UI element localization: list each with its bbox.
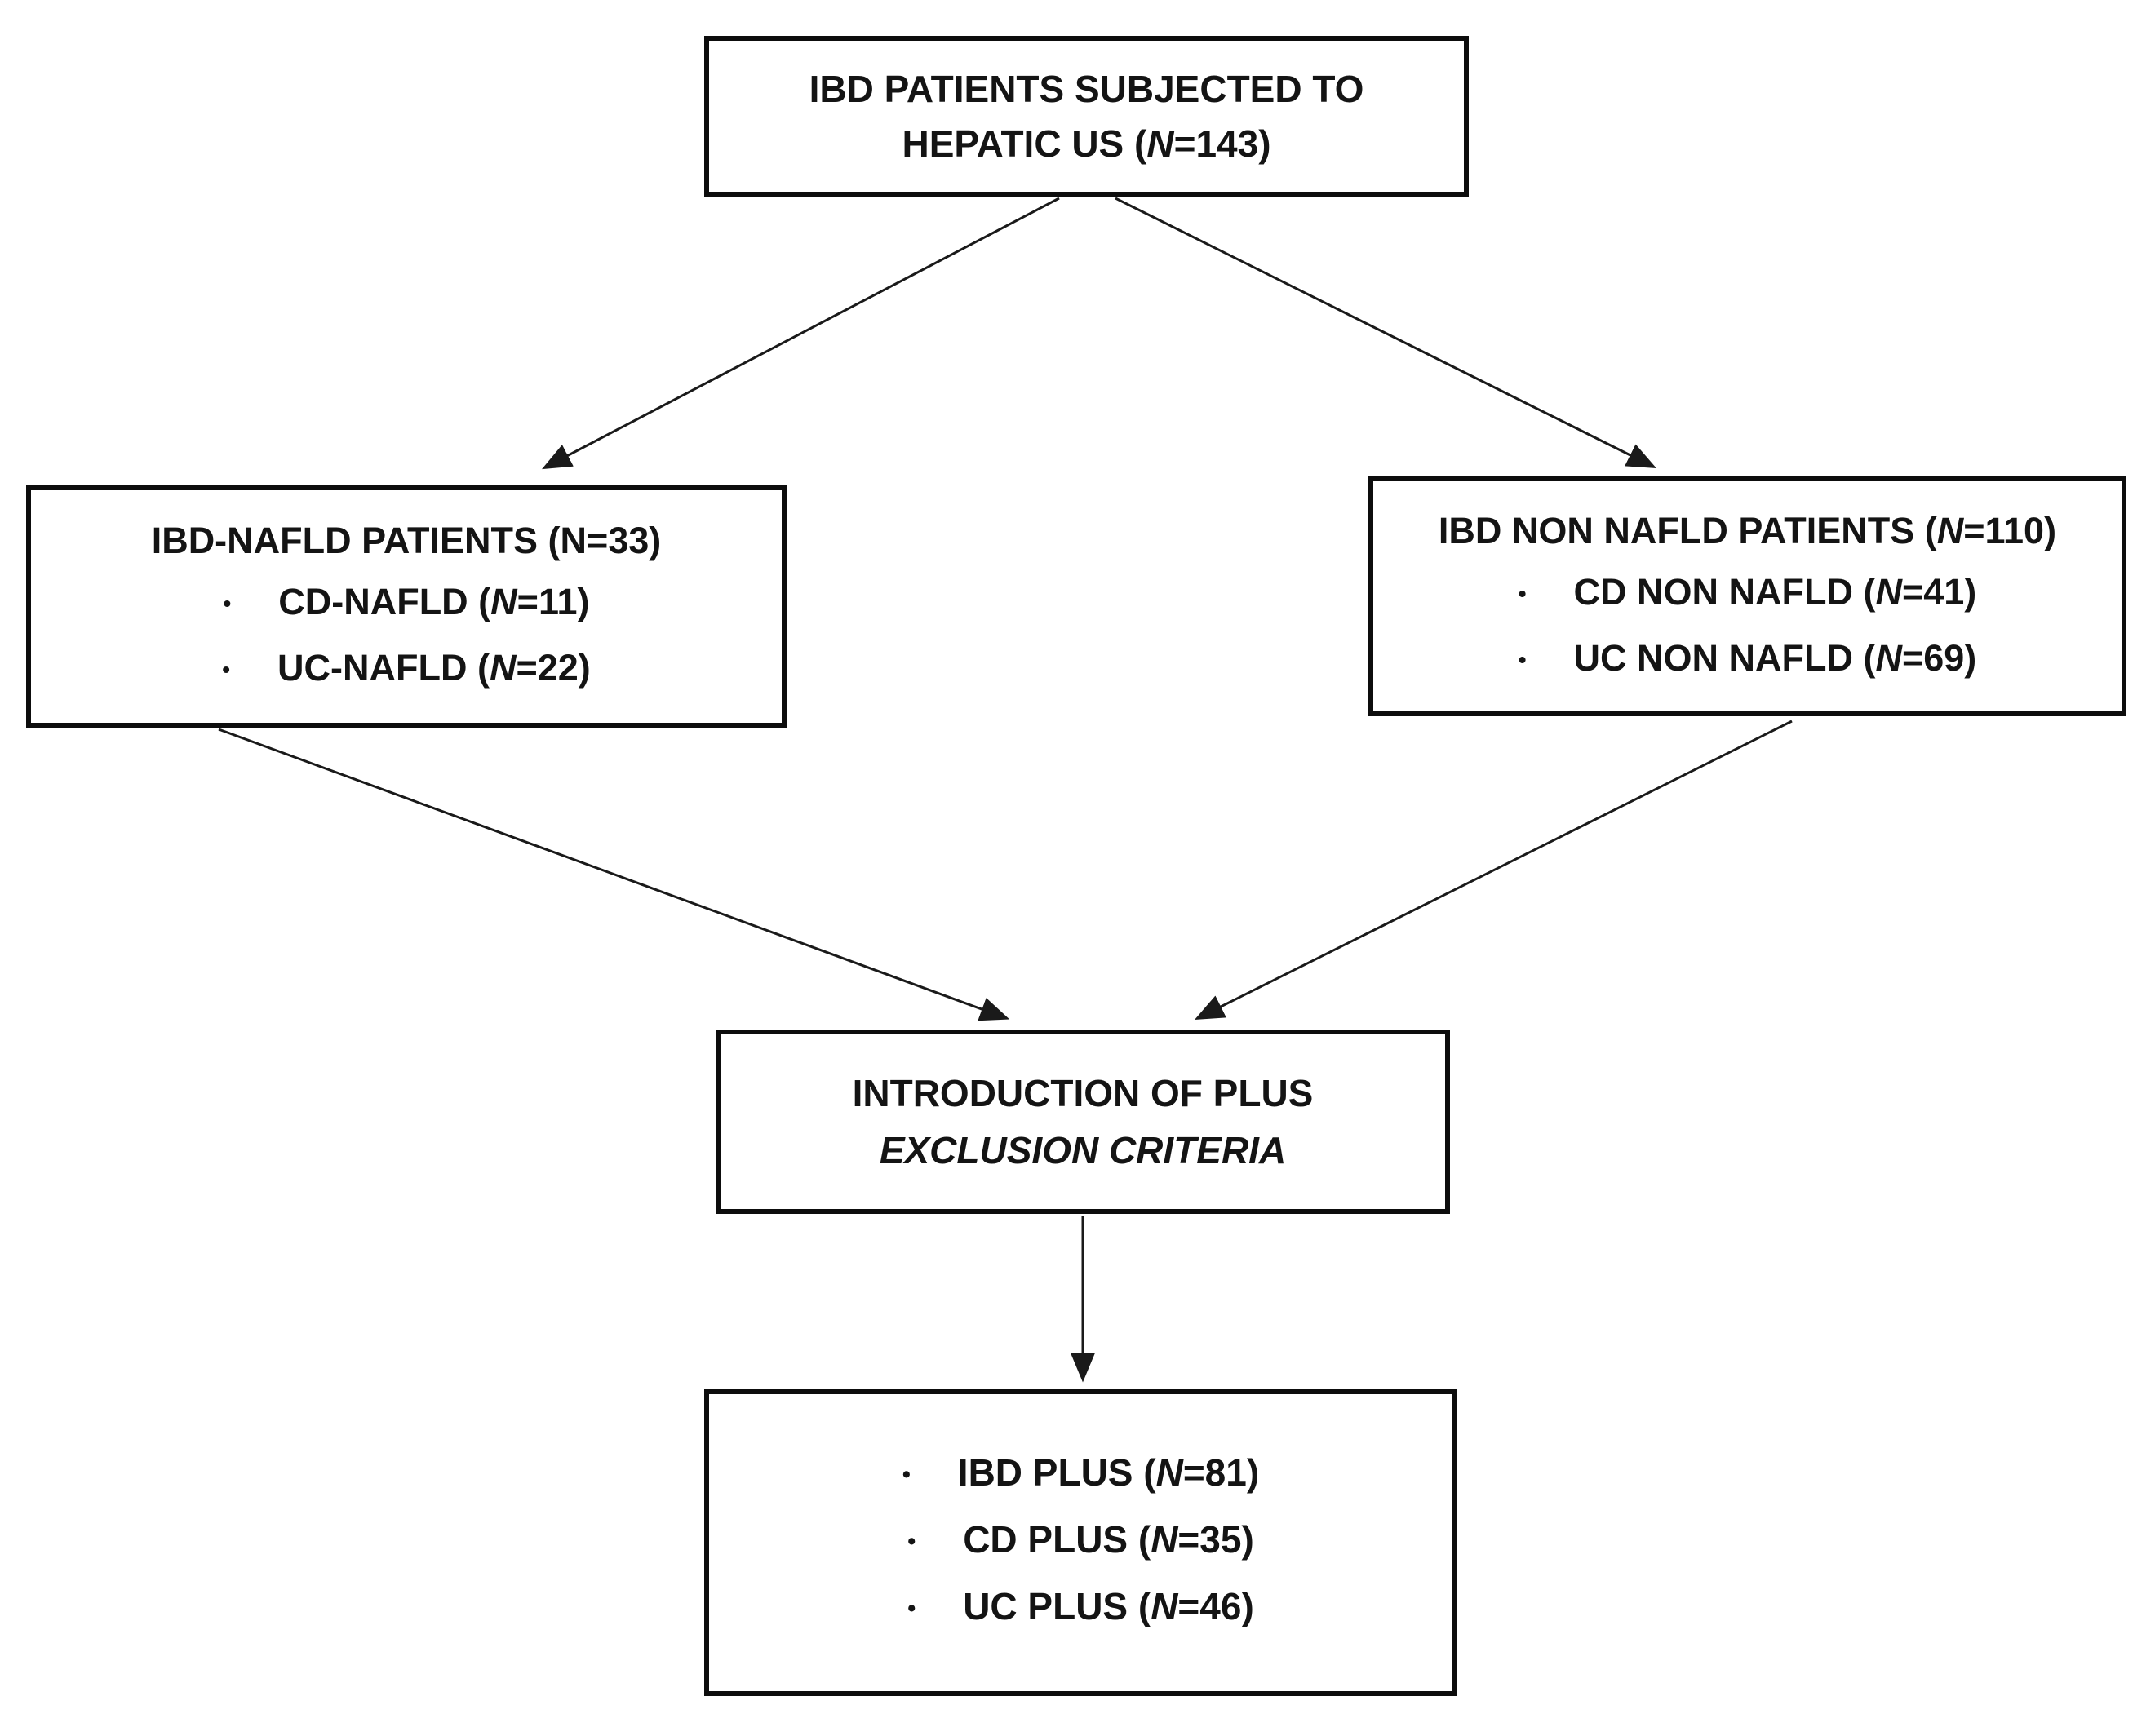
node-line: • UC NON NAFLD (N=69) — [1519, 627, 1977, 693]
node-line-text: INTRODUCTION OF PLUS — [852, 1072, 1314, 1114]
node-line: • UC PLUS (N=46) — [907, 1576, 1254, 1643]
node-line-text: IBD NON NAFLD PATIENTS (N=110) — [1438, 509, 2057, 551]
node-line-text: IBD PATIENTS SUBJECTED TO — [809, 67, 1364, 110]
bullet-icon: • — [223, 591, 232, 616]
node-line: IBD NON NAFLD PATIENTS (N=110) — [1439, 500, 2056, 561]
node-line: • IBD PLUS (N=81) — [902, 1442, 1259, 1509]
arrow-top-to-right — [1115, 197, 1657, 469]
bullet-icon: • — [902, 1462, 911, 1488]
arrow-top-to-left — [542, 197, 1060, 470]
node-ibd-patients-total: IBD PATIENTS SUBJECTED TO HEPATIC US (N=1… — [704, 36, 1469, 197]
arrow-right-to-middle — [1194, 720, 1793, 1021]
node-line-text: CD-NAFLD (N=11) — [278, 581, 590, 622]
node-line-text: UC-NAFLD (N=22) — [277, 647, 591, 689]
node-line: • UC-NAFLD (N=22) — [222, 637, 591, 703]
node-exclusion-criteria: INTRODUCTION OF PLUS EXCLUSION CRITERIA — [716, 1030, 1450, 1214]
node-line: IBD-NAFLD PATIENTS (N=33) — [152, 510, 662, 571]
arrow-left-to-middle — [218, 728, 1010, 1021]
node-ibd-nafld-patients: IBD-NAFLD PATIENTS (N=33) • CD-NAFLD (N=11… — [26, 485, 787, 728]
node-plus-results: • IBD PLUS (N=81) • CD PLUS (N=35) • UC PLUS … — [704, 1389, 1457, 1696]
bullet-icon: • — [1518, 580, 1527, 606]
node-line: HEPATIC US (N=143) — [902, 117, 1270, 171]
node-line: EXCLUSION CRITERIA — [880, 1122, 1286, 1179]
bullet-icon: • — [222, 657, 230, 682]
node-line: INTRODUCTION OF PLUS — [853, 1065, 1314, 1122]
node-line-text: UC PLUS (N=46) — [963, 1585, 1254, 1628]
node-line: • CD-NAFLD (N=11) — [223, 571, 589, 637]
node-line: • CD NON NAFLD (N=41) — [1519, 561, 1977, 627]
node-line-text: IBD PLUS (N=81) — [957, 1451, 1260, 1494]
node-line-text: HEPATIC US (N=143) — [902, 122, 1271, 165]
node-line-text: CD NON NAFLD (N=41) — [1573, 570, 1977, 613]
node-line-text: EXCLUSION CRITERIA — [879, 1129, 1287, 1171]
bullet-icon: • — [907, 1529, 916, 1555]
node-line: IBD PATIENTS SUBJECTED TO — [809, 62, 1364, 117]
bullet-icon: • — [907, 1596, 916, 1622]
bullet-icon: • — [1518, 646, 1527, 672]
node-line-text: IBD-NAFLD PATIENTS (N=33) — [151, 520, 662, 561]
node-line-text: UC NON NAFLD (N=69) — [1573, 636, 1977, 679]
node-line: • CD PLUS (N=35) — [907, 1509, 1254, 1576]
node-ibd-non-nafld-patients: IBD NON NAFLD PATIENTS (N=110) • CD NON NA… — [1368, 476, 2126, 716]
node-line-text: CD PLUS (N=35) — [963, 1518, 1254, 1561]
